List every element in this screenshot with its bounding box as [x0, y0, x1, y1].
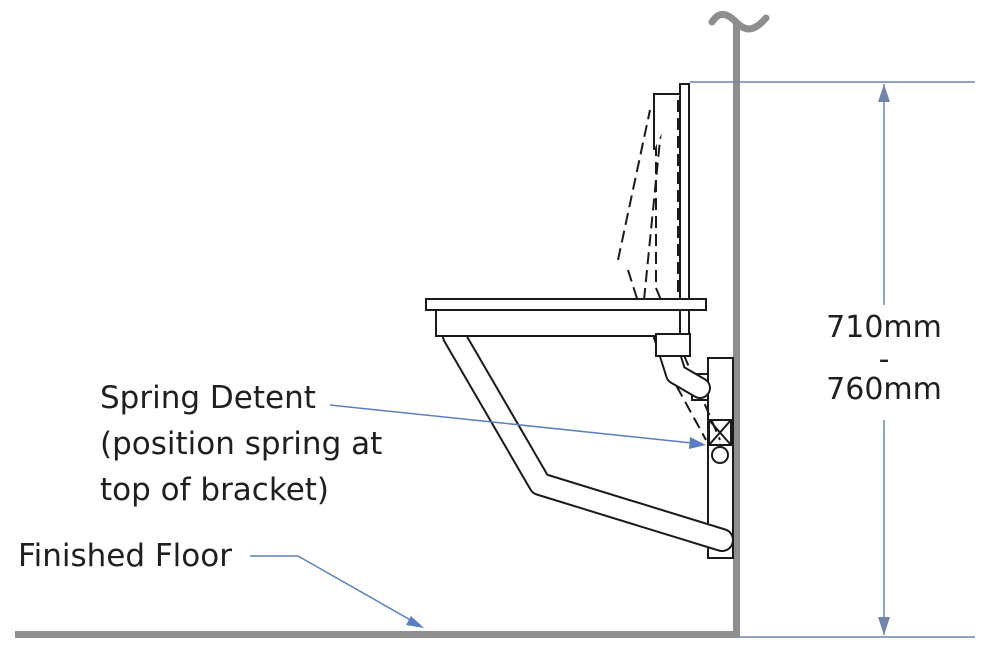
leader-floor-diagonal: [297, 555, 415, 623]
leader-spring-detent: [329, 404, 693, 444]
wall-line: [733, 22, 740, 638]
dimension-arrow-bottom: [878, 617, 890, 635]
seat-hinge-block: [655, 333, 691, 357]
folded-seat-back-edge: [653, 93, 680, 150]
seat-down-position: [425, 298, 707, 357]
dimension-value-separator: -: [878, 342, 890, 377]
support-arm: [442, 324, 734, 552]
spring-detent: [708, 419, 732, 464]
leader-spring-arrow: [689, 437, 706, 449]
wall-break-symbol: [708, 11, 770, 33]
spring-detent-label-line3: top of bracket): [100, 472, 330, 508]
spring-detent-label-line2: (position spring at: [100, 426, 383, 462]
spring-detent-pin: [711, 446, 729, 464]
support-arm-fill: [444, 326, 732, 550]
leader-lines: [250, 404, 706, 628]
dimension-value-max: 760mm: [809, 374, 959, 406]
dimension-arrow-top: [878, 84, 890, 102]
folded-link-rear: [617, 109, 651, 261]
wall: [708, 11, 770, 638]
spring-cross-2: [708, 419, 732, 446]
finished-floor-line: [15, 631, 740, 638]
leader-floor-arrow: [406, 616, 424, 628]
seat-frame: [435, 309, 681, 337]
dimension-value-min: 710mm: [809, 312, 959, 344]
height-dimension: [690, 81, 975, 638]
seat-top: [425, 298, 707, 311]
finished-floor-label: Finished Floor: [18, 538, 232, 574]
spring-detent-label-line1: Spring Detent: [100, 380, 316, 416]
